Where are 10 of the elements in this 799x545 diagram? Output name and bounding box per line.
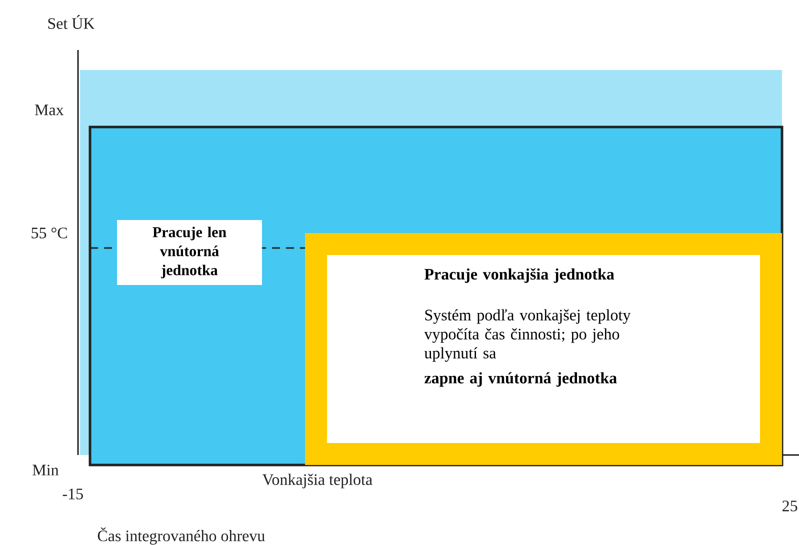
axis-title: Vonkajšia teplota [262,474,372,488]
axis-title: Set ÚK [48,15,95,29]
tick-label: 25 [782,500,798,512]
tick-label: -15 [62,488,83,500]
axis-title: Čas integrovaného ohrevu [98,527,265,545]
tick-label: Min [32,464,59,476]
label-box: Pracuje len vnútorná jednotka [117,220,262,285]
info-box: Pracuje vonkajšia jednotka Systém podľa vonkajšej teploty vypočíta čas činnosti; po jeho uplynutí sa zapne aj vnútorná jednotka [305,233,782,465]
tick-label: Max [34,104,64,116]
tick-label: 55 °C [32,228,67,238]
